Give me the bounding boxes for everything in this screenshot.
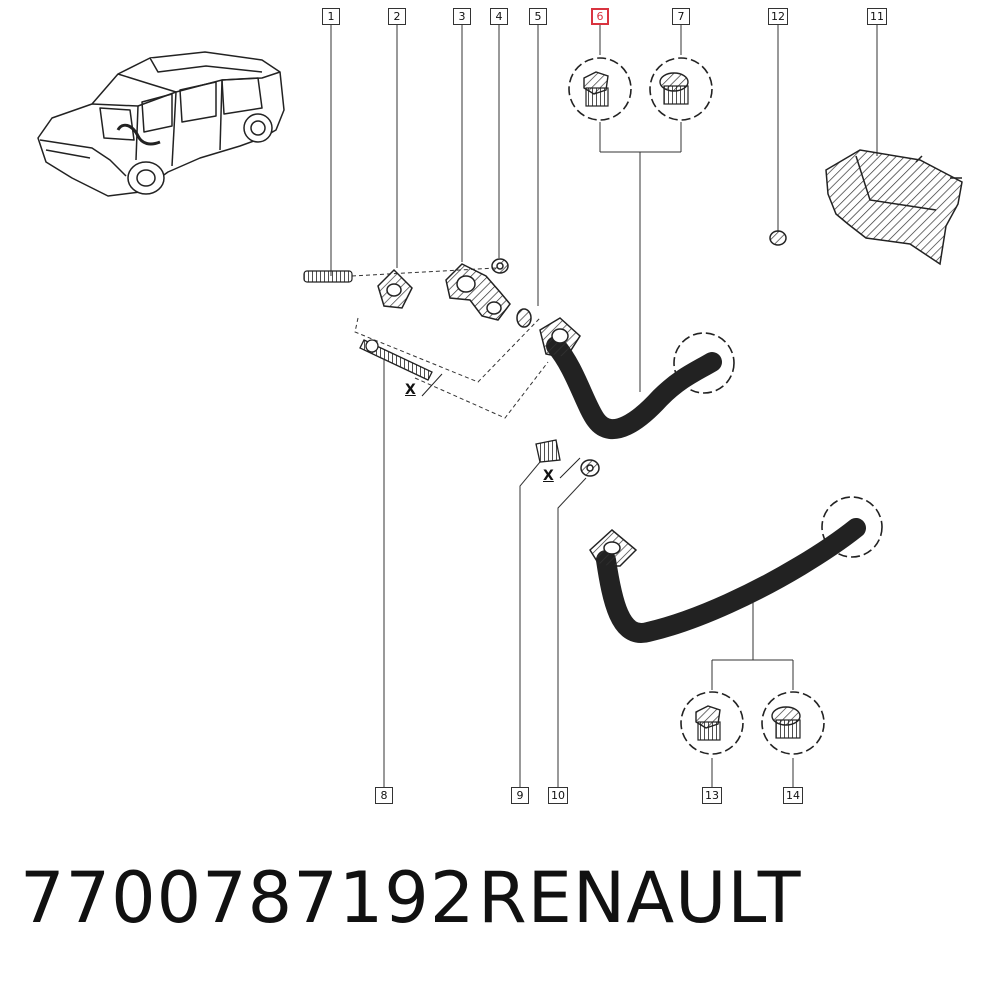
detail-circle-upper-pipe-end [673,332,735,394]
detail-bolt-13 [680,691,744,755]
part-bracket-11 [825,149,963,266]
callout-7: 7 [672,8,690,25]
part-number: 7700787192 [20,857,476,939]
callout-14: 14 [783,787,803,804]
callout-10: 10 [548,787,568,804]
callout-13: 13 [702,787,722,804]
part-pipe-lower [589,518,866,643]
leader-lines [330,25,878,787]
callout-2: 2 [388,8,406,25]
brand-name: RENAULT [478,857,802,939]
callout-12: 12 [768,8,788,25]
part-nut-10 [580,459,600,477]
x-marker-top: X [405,382,416,398]
car-illustration [37,51,285,197]
callout-5: 5 [529,8,547,25]
part-flange-3 [445,263,511,321]
part-nut-12 [769,230,787,246]
part-pipe-upper [539,317,722,440]
callout-8: 8 [375,787,393,804]
x-dim-line-bottom [559,457,581,479]
callout-9: 9 [511,787,529,804]
detail-bolt-7 [649,57,713,121]
callout-4: 4 [490,8,508,25]
part-stud-1 [303,270,353,283]
part-bolt-8 [359,339,433,381]
callout-6-highlighted[interactable]: 6 [591,8,609,25]
part-gasket-2 [377,268,413,309]
part-nut-4 [491,258,509,274]
detail-circle-lower-pipe-end [821,496,883,558]
x-dim-line-top [421,373,443,397]
x-marker-bottom: X [543,468,554,484]
detail-bolt-14 [761,691,825,755]
callout-3: 3 [453,8,471,25]
part-spring-9 [535,439,561,463]
callout-11: 11 [867,8,887,25]
detail-bolt-6 [568,57,632,121]
part-ring-5 [516,308,532,328]
callout-1: 1 [322,8,340,25]
